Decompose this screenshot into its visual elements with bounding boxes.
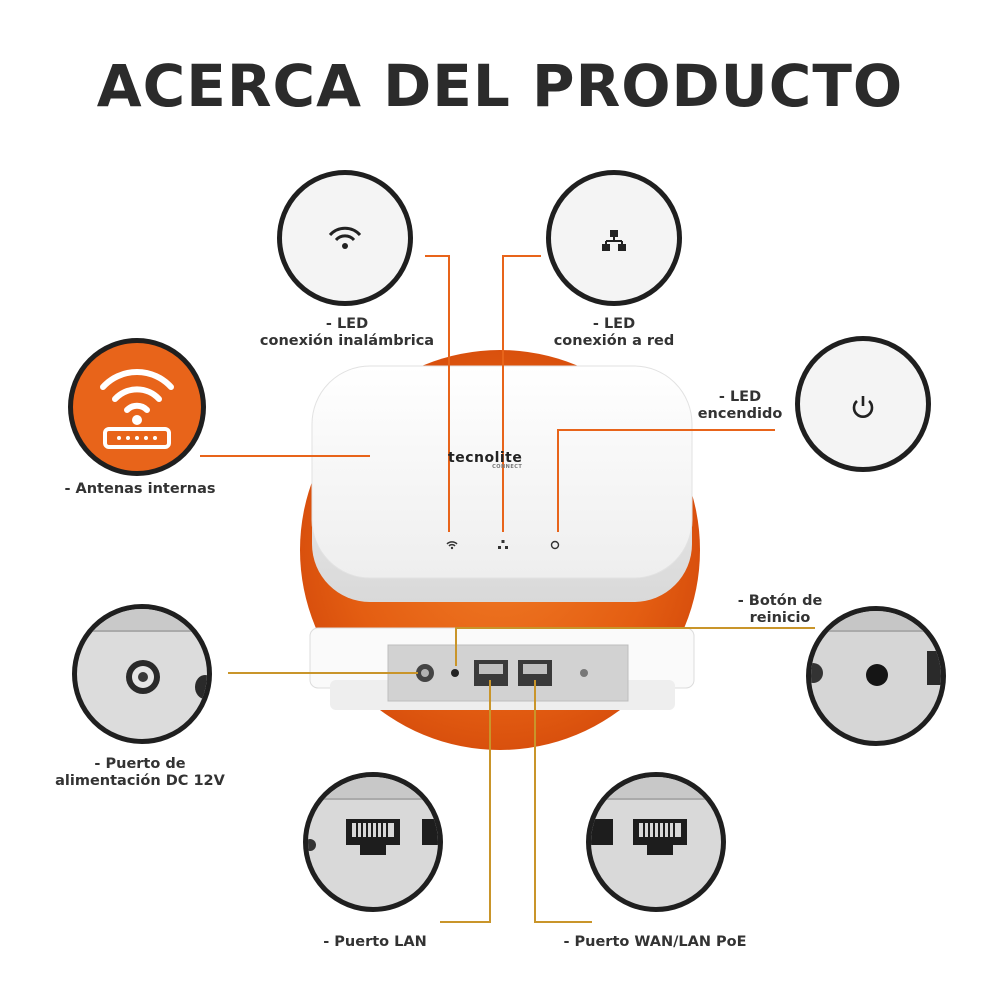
led-power — [550, 540, 560, 550]
lan-port-callout — [303, 772, 443, 912]
dc-port-callout — [72, 604, 212, 744]
wifi-led-callout — [277, 170, 413, 306]
leader-reset — [455, 627, 815, 666]
reset-button-callout — [806, 606, 946, 746]
led-wifi — [446, 541, 458, 550]
label-wifi-led: - LED conexión inalámbrica — [259, 316, 435, 349]
label-wan-poe-port: - Puerto WAN/LAN PoE — [563, 934, 747, 950]
antennas-callout — [68, 338, 206, 476]
power-icon — [852, 396, 874, 418]
leader-wifi — [425, 255, 450, 532]
lan-port-detail — [308, 777, 438, 855]
brand-logo: tecnolite CONNECT — [448, 450, 523, 470]
label-lan-port: - Puerto LAN — [323, 934, 427, 950]
label-reset-button: - Botón de reinicio — [737, 593, 823, 626]
label-antennas: - Antenas internas — [64, 481, 216, 497]
page-title: ACERCA DEL PRODUCTO — [96, 52, 904, 120]
wan-poe-port-detail — [591, 777, 721, 855]
leader-lan — [440, 680, 491, 923]
reset-button-detail — [811, 611, 941, 686]
wan-poe-port-callout — [586, 772, 726, 912]
network-icon — [602, 230, 626, 251]
led-network — [498, 540, 508, 549]
power-led-callout — [795, 336, 931, 472]
leader-wan — [534, 680, 592, 923]
label-power-led: - LED encendido — [697, 389, 783, 422]
network-led-callout — [546, 170, 682, 306]
router-wifi-icon — [100, 368, 174, 449]
leader-power — [557, 429, 775, 532]
label-network-led: - LED conexión a red — [553, 316, 675, 349]
dc-port-detail — [77, 609, 207, 699]
label-dc-port: - Puerto de alimentación DC 12V — [55, 756, 225, 789]
wifi-icon — [328, 226, 362, 249]
leader-network — [502, 255, 541, 532]
